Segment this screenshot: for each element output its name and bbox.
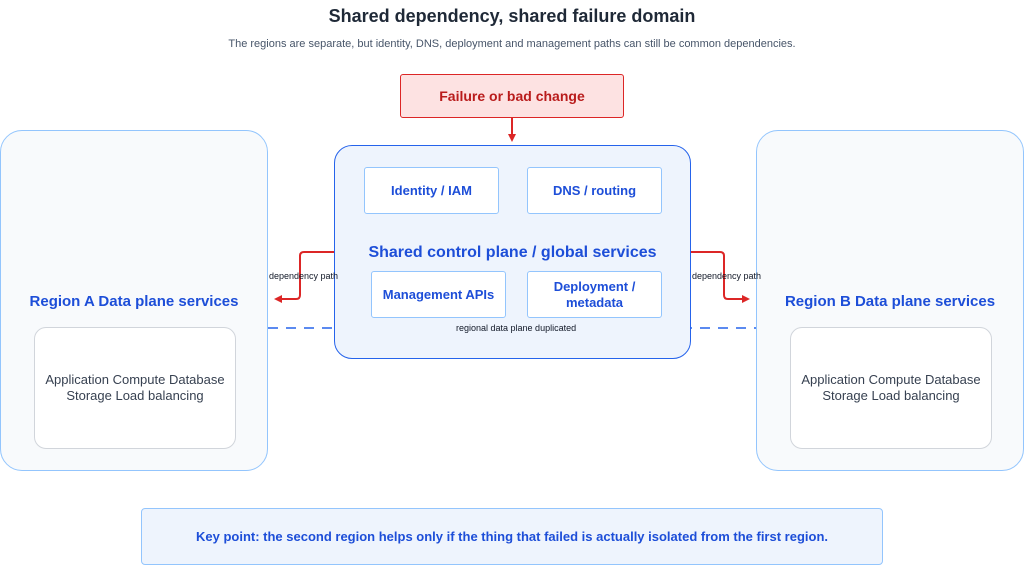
region-a-services: Application Compute Database Storage Loa… [34,327,236,449]
region-a-title: Region A Data plane services [29,293,239,310]
region-a-box: Region A Data plane services Application… [0,130,268,471]
key-point-box: Key point: the second region helps only … [141,508,883,565]
region-b-box: Region B Data plane services Application… [756,130,1024,471]
duplicated-label: regional data plane duplicated [452,323,581,333]
region-b-title: Region B Data plane services [784,293,996,310]
dependency-path-label-right: dependency path [692,271,762,281]
control-plane-title: Shared control plane / global services [368,244,657,261]
service-dns-routing: DNS / routing [527,167,662,214]
service-identity-iam: Identity / IAM [364,167,499,214]
diagram-subtitle: The regions are separate, but identity, … [228,38,796,50]
service-deployment-metadata: Deployment / metadata [527,271,662,318]
dependency-path-label-left: dependency path [269,271,339,281]
diagram-title: Shared dependency, shared failure domain [328,6,696,26]
failure-box: Failure or bad change [400,74,624,118]
region-b-services: Application Compute Database Storage Loa… [790,327,992,449]
service-management-apis: Management APIs [371,271,506,318]
